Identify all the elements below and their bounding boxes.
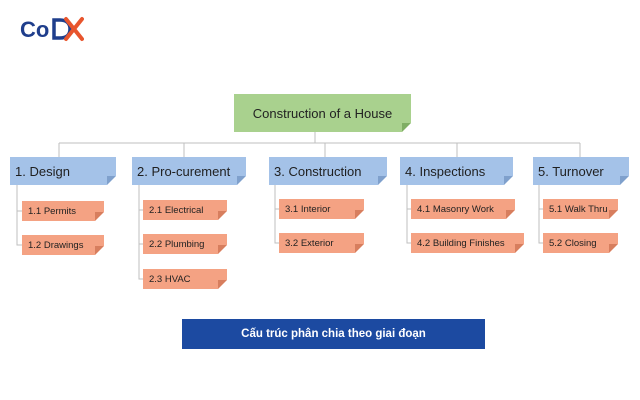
- task-hvac: 2.3 HVAC: [143, 269, 227, 289]
- task-label: 2.2 Plumbing: [149, 238, 205, 250]
- task-drawings: 1.2 Drawings: [22, 235, 104, 255]
- folded-corner: [237, 176, 246, 185]
- task-masonry-work: 4.1 Masonry Work: [411, 199, 515, 219]
- phase-label: 2. Pro-curement: [137, 163, 231, 179]
- phase-label: 1. Design: [15, 163, 70, 179]
- task-interior: 3.1 Interior: [279, 199, 364, 219]
- task-label: 2.1 Electrical: [149, 204, 204, 216]
- task-label: 1.2 Drawings: [28, 239, 84, 251]
- folded-corner: [609, 244, 618, 253]
- folded-corner: [402, 123, 411, 132]
- folded-corner: [355, 210, 364, 219]
- task-label: 3.1 Interior: [285, 203, 331, 215]
- codx-logo: Co: [20, 17, 84, 42]
- root-node: Construction of a House: [234, 94, 411, 132]
- folded-corner: [218, 280, 227, 289]
- folded-corner: [620, 176, 629, 185]
- task-electrical: 2.1 Electrical: [143, 200, 227, 220]
- phase-inspections: 4. Inspections: [400, 157, 513, 185]
- folded-corner: [355, 244, 364, 253]
- caption-text: Cấu trúc phân chia theo giai đoạn: [241, 328, 426, 340]
- phase-procurement: 2. Pro-curement: [132, 157, 246, 185]
- folded-corner: [218, 211, 227, 220]
- task-exterior: 3.2 Exterior: [279, 233, 364, 253]
- phase-design: 1. Design: [10, 157, 116, 185]
- task-label: 3.2 Exterior: [285, 237, 334, 249]
- task-label: 5.2 Closing: [549, 237, 597, 249]
- folded-corner: [218, 245, 227, 254]
- phase-label: 5. Turnover: [538, 163, 604, 179]
- task-closing: 5.2 Closing: [543, 233, 618, 253]
- task-label: 1.1 Permits: [28, 205, 77, 217]
- svg-text:Co: Co: [20, 17, 49, 42]
- task-walk-thru: 5.1 Walk Thru: [543, 199, 618, 219]
- task-building-finishes: 4.2 Building Finishes: [411, 233, 524, 253]
- folded-corner: [515, 244, 524, 253]
- folded-corner: [504, 176, 513, 185]
- task-plumbing: 2.2 Plumbing: [143, 234, 227, 254]
- phase-label: 4. Inspections: [405, 163, 486, 179]
- phase-construction: 3. Construction: [269, 157, 387, 185]
- root-label: Construction of a House: [252, 105, 393, 121]
- folded-corner: [107, 176, 116, 185]
- task-permits: 1.1 Permits: [22, 201, 104, 221]
- folded-corner: [378, 176, 387, 185]
- folded-corner: [95, 246, 104, 255]
- folded-corner: [609, 210, 618, 219]
- caption-banner: Cấu trúc phân chia theo giai đoạn: [182, 319, 485, 349]
- task-label: 5.1 Walk Thru: [549, 203, 608, 215]
- phase-turnover: 5. Turnover: [533, 157, 629, 185]
- task-label: 4.2 Building Finishes: [417, 237, 505, 249]
- folded-corner: [95, 212, 104, 221]
- phase-label: 3. Construction: [274, 163, 362, 179]
- task-label: 2.3 HVAC: [149, 273, 191, 285]
- folded-corner: [506, 210, 515, 219]
- task-label: 4.1 Masonry Work: [417, 203, 494, 215]
